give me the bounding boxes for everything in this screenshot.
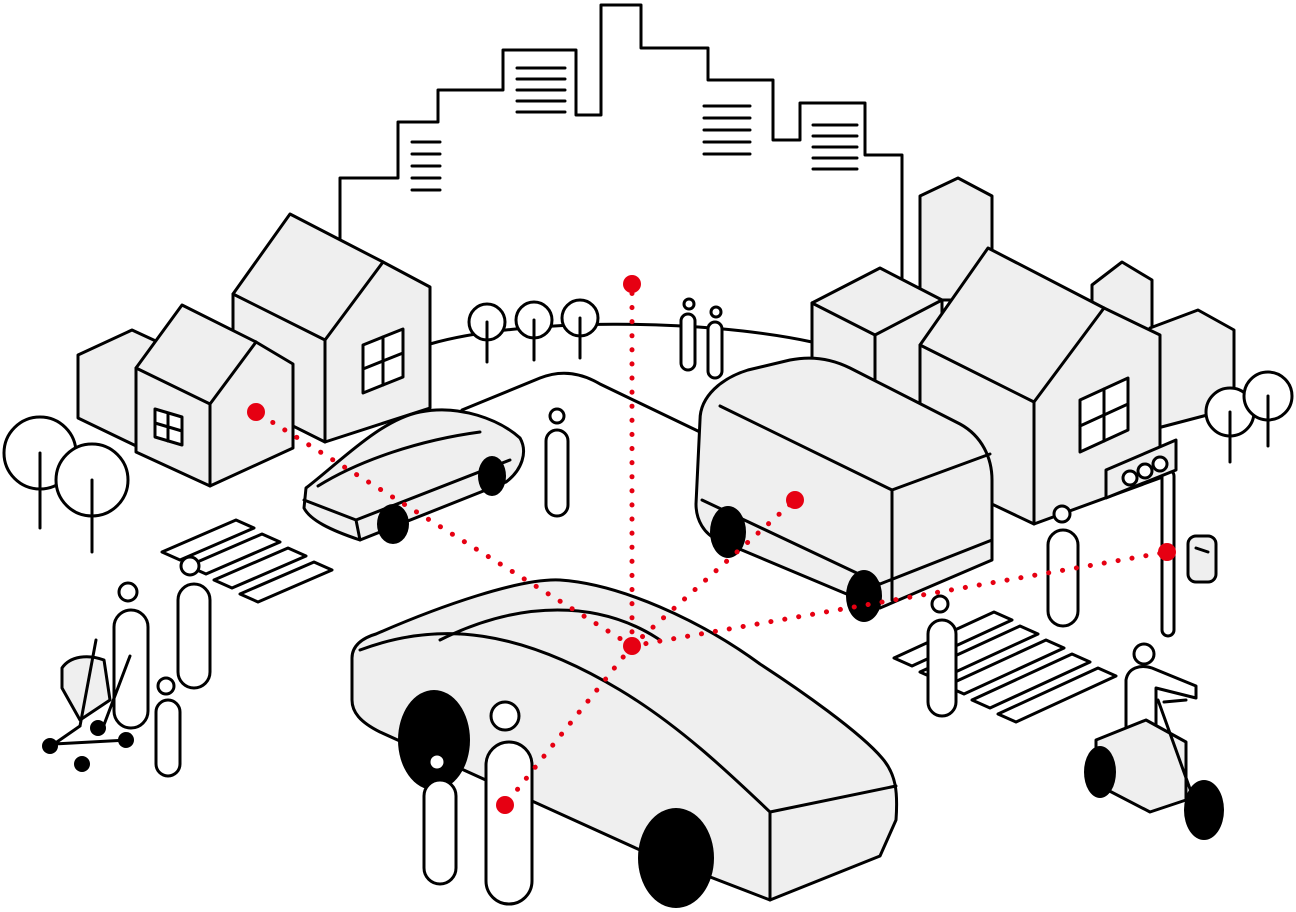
small-car bbox=[302, 408, 525, 544]
pedestrians-left bbox=[112, 555, 212, 778]
scooter-rider bbox=[1084, 642, 1224, 840]
background-trees bbox=[467, 298, 600, 364]
node-house bbox=[247, 403, 265, 421]
link-traffic-light bbox=[629, 549, 1170, 649]
link-house bbox=[253, 409, 635, 649]
traffic-light bbox=[1104, 438, 1178, 638]
main-car bbox=[350, 578, 899, 908]
crosswalk-left bbox=[160, 518, 334, 604]
background-road bbox=[428, 322, 814, 434]
skyline-windows bbox=[410, 66, 859, 192]
pedestrians-right bbox=[926, 504, 1080, 718]
stroller bbox=[42, 638, 134, 772]
skyline bbox=[338, 3, 904, 284]
node-traffic-light bbox=[1158, 543, 1176, 561]
node-sky bbox=[623, 275, 641, 293]
sensor-device bbox=[1186, 534, 1218, 584]
crosswalk-right bbox=[892, 610, 1118, 724]
right-trees bbox=[1204, 370, 1294, 464]
link-bus bbox=[629, 497, 798, 649]
pedestrians-foreground bbox=[422, 700, 534, 906]
link-pedestrian bbox=[502, 643, 635, 808]
pedestrian-center bbox=[544, 407, 570, 518]
node-bus bbox=[786, 491, 804, 509]
distant-pedestrians bbox=[679, 297, 724, 380]
left-trees bbox=[2, 415, 130, 554]
connectivity-network bbox=[247, 275, 1176, 814]
node-hub bbox=[623, 637, 641, 655]
left-houses bbox=[76, 212, 432, 488]
node-pedestrian bbox=[496, 796, 514, 814]
